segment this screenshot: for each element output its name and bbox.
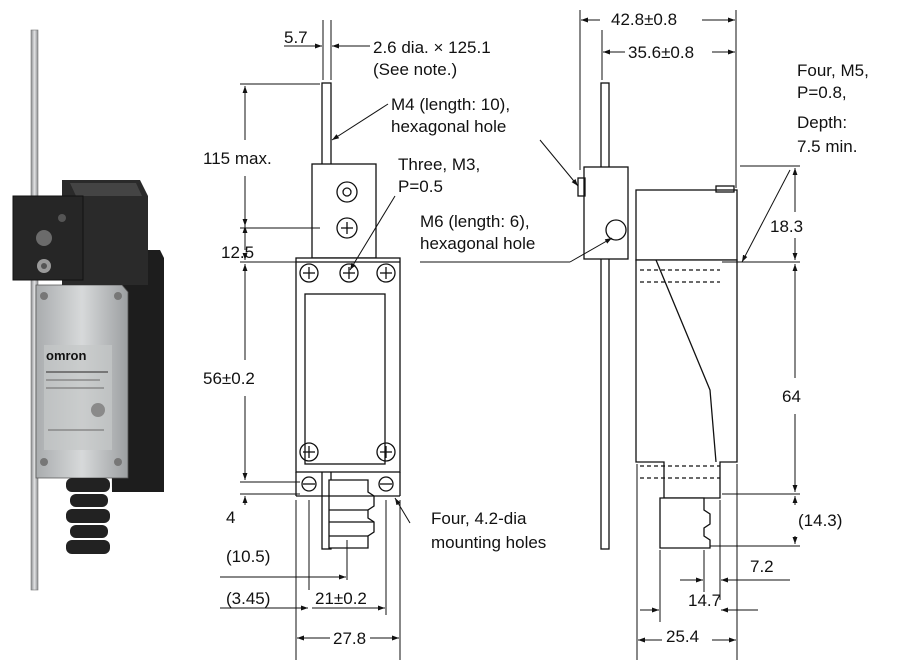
dimension-labels: 5.7 2.6 dia. × 125.1 (See note.) 115 max… <box>203 10 842 648</box>
dimension-lines <box>220 10 800 660</box>
dim-12-5: 12.5 <box>221 243 254 262</box>
note-m3-line1: Three, M3, <box>398 155 480 174</box>
note-m4-line1: M4 (length: 10), <box>391 95 510 114</box>
note-m3-line2: P=0.5 <box>398 177 443 196</box>
note-m5-line1: Four, M5, <box>797 61 869 80</box>
dim-rod-note: (See note.) <box>373 60 457 79</box>
photo-brand-text: omron <box>46 348 87 363</box>
dim-56: 56±0.2 <box>203 369 255 388</box>
callout-notes: M4 (length: 10), hexagonal hole Three, M… <box>391 61 869 552</box>
dim-21: 21±0.2 <box>315 589 367 608</box>
dim-42-8: 42.8±0.8 <box>611 10 677 29</box>
note-m5-line4: 7.5 min. <box>797 137 857 156</box>
note-m4-line2: hexagonal hole <box>391 117 506 136</box>
dim-14-7: 14.7 <box>688 591 721 610</box>
dim-27-8: 27.8 <box>333 629 366 648</box>
note-m6-line1: M6 (length: 6), <box>420 212 530 231</box>
dim-5-7: 5.7 <box>284 28 308 47</box>
dim-115-max: 115 max. <box>203 149 272 168</box>
note-mount-line2: mounting holes <box>431 533 546 552</box>
dim-18-3: 18.3 <box>770 217 803 236</box>
dim-7-2: 7.2 <box>750 557 774 576</box>
note-mount-line1: Four, 4.2-dia <box>431 509 527 528</box>
dim-10-5: (10.5) <box>226 547 270 566</box>
dim-25-4: 25.4 <box>666 627 699 646</box>
dim-3-45: (3.45) <box>226 589 270 608</box>
note-m5-line3: Depth: <box>797 113 847 132</box>
note-m6-line2: hexagonal hole <box>420 234 535 253</box>
front-view <box>295 82 401 550</box>
dim-14-3: (14.3) <box>798 511 842 530</box>
side-view <box>577 82 738 550</box>
dim-64: 64 <box>782 387 801 406</box>
product-photo: omron <box>12 29 164 591</box>
dim-rod-dia: 2.6 dia. × 125.1 <box>373 38 491 57</box>
dim-4: 4 <box>226 508 235 527</box>
note-m5-line2: P=0.8, <box>797 83 847 102</box>
dim-35-6: 35.6±0.8 <box>628 43 694 62</box>
